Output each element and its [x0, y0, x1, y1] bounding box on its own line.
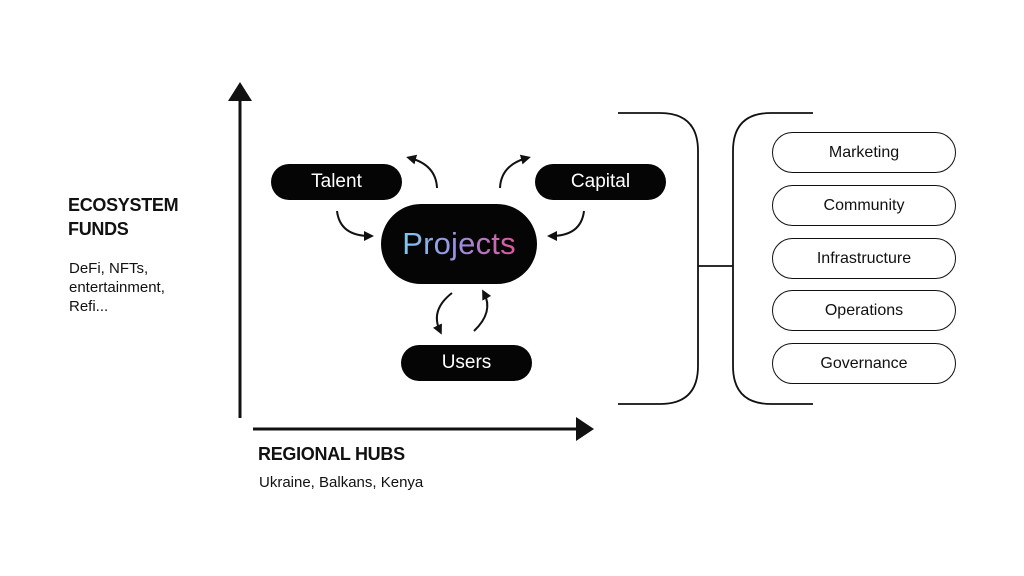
users-node: Users [401, 345, 532, 381]
x-axis-subtitle: Ukraine, Balkans, Kenya [259, 474, 424, 491]
function-item-governance: Governance [772, 343, 956, 384]
users-label: Users [441, 352, 492, 373]
function-item-marketing: Marketing [772, 132, 956, 173]
function-label: Marketing [828, 143, 900, 161]
curved-arrow-icon [406, 154, 438, 189]
talent-label: Talent [311, 171, 362, 192]
function-label: Community [823, 196, 905, 214]
curved-arrow-icon [547, 210, 585, 241]
function-item-operations: Operations [772, 290, 956, 331]
curved-arrow-icon [336, 210, 374, 241]
curved-arrow-icon [473, 289, 492, 332]
projects-node: Projects [381, 204, 537, 284]
function-item-infrastructure: Infrastructure [772, 238, 956, 279]
capital-label: Capital [570, 171, 631, 192]
bracket-left [732, 112, 813, 405]
y-axis-title-line2: FUNDS [68, 219, 129, 239]
function-label: Operations [824, 301, 904, 319]
function-label: Infrastructure [816, 249, 912, 267]
y-axis-subtitle-line1: DeFi, NFTs, [69, 260, 149, 277]
curved-arrow-icon [432, 292, 453, 335]
arrow-up-icon [228, 82, 252, 101]
curved-arrow-icon [499, 154, 531, 189]
y-axis-title-line1: ECOSYSTEM [68, 195, 179, 215]
x-axis-title: REGIONAL HUBS [258, 444, 405, 464]
projects-label: Projects [402, 226, 516, 261]
talent-node: Talent [271, 164, 402, 200]
function-item-community: Community [772, 185, 956, 226]
y-axis-subtitle-line2: entertainment, [69, 279, 165, 296]
y-axis-subtitle-line3: Refi... [69, 298, 109, 315]
bracket-right [618, 112, 699, 405]
capital-node: Capital [535, 164, 666, 200]
y-axis-title: ECOSYSTEM FUNDS [68, 193, 179, 241]
function-label: Governance [820, 354, 908, 372]
y-axis-subtitle: DeFi, NFTs, entertainment, Refi... [69, 259, 165, 316]
arrow-right-icon [576, 417, 594, 441]
